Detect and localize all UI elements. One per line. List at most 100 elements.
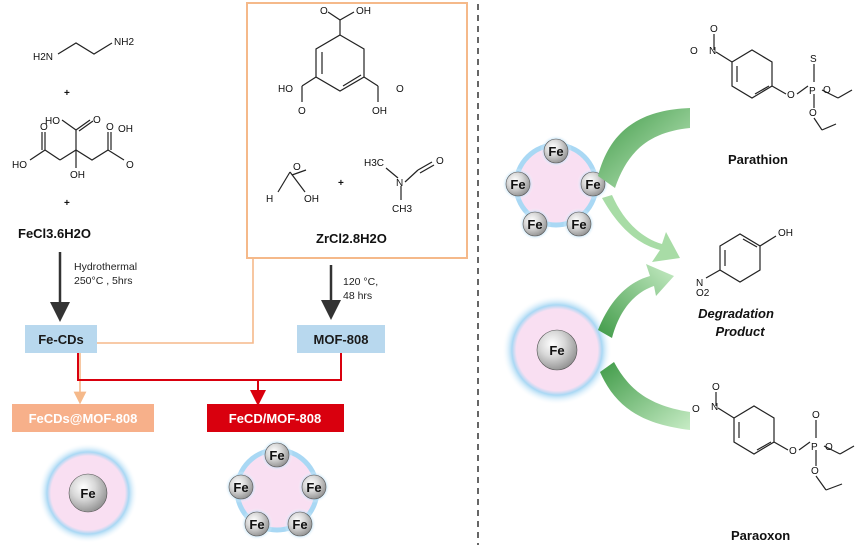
fe-cds-box [25, 325, 97, 353]
plus-sign-1: + [64, 88, 70, 99]
fe-sphere-3: Fe [298, 471, 330, 503]
dmf-atom-ch3: CH3 [392, 204, 412, 215]
btc-atom-ho: HO [278, 84, 293, 95]
mof-808-label: MOF-808 [314, 332, 369, 347]
formic-atom-h: H [266, 194, 273, 205]
paraoxon-atom-o5: O [825, 442, 833, 453]
mof-reagents-box [246, 2, 468, 259]
decorated-particle-middle: Fe Fe Fe Fe Fe [225, 439, 330, 540]
svg-text:Fe: Fe [527, 217, 542, 232]
dmf-atom-o: O [436, 156, 444, 167]
nitrophenol-atom-o2: O2 [696, 288, 710, 299]
core-shell-particle-right: Fe [502, 295, 612, 405]
paraoxon-atom-o2: O [692, 404, 700, 415]
mof-temperature: 120 °C, [343, 276, 378, 288]
formic-atom-oh: OH [304, 194, 319, 205]
atom-ho-left: HO [12, 160, 27, 171]
nitrophenol-atom-oh: OH [778, 228, 793, 239]
fe-sphere-r2: Fe [502, 168, 534, 200]
paraoxon-label: Paraoxon [731, 528, 790, 543]
fecl3-label: FeCl3.6H2O [18, 226, 91, 241]
degradation-label-line1: Degradation [698, 306, 774, 321]
atom-h2n: H2N [33, 52, 53, 63]
svg-text:Fe: Fe [306, 480, 321, 495]
paraoxon-atom-o6: O [811, 466, 819, 477]
fe-cds-label: Fe-CDs [38, 332, 84, 347]
dmf-structure: H3C N CH3 O [364, 156, 444, 215]
btc-atom-o2: O [298, 106, 306, 117]
ethylenediamine-structure: H2N NH2 [33, 37, 134, 63]
parathion-atom-p: P [809, 86, 816, 97]
btc-structure: O OH HO O O OH [278, 6, 404, 117]
atom-o-left: O [40, 122, 48, 133]
hydrothermal-label: Hydrothermal [74, 261, 137, 273]
atom-o-right: O [106, 122, 114, 133]
svg-text:Fe: Fe [510, 177, 525, 192]
atom-oh-right: OH [118, 124, 133, 135]
svg-text:Fe: Fe [292, 517, 307, 532]
fecds-at-mof-box [12, 404, 154, 432]
degradation-label-line2: Product [715, 324, 765, 339]
parathion-atom-s: S [810, 54, 817, 65]
atom-nh2: NH2 [114, 37, 134, 48]
paraoxon-atom-n: N [711, 402, 718, 413]
decorated-particle-right: Fe Fe Fe Fe Fe [502, 135, 609, 240]
fe-sphere-r1: Fe [540, 135, 572, 167]
parathion-structure: N O O S P O O O [690, 24, 853, 131]
paraoxon-structure: N O O O P O O O [692, 382, 855, 491]
paraoxon-atom-o4: O [789, 446, 797, 457]
svg-text:Fe: Fe [548, 144, 563, 159]
parathion-atom-o5: O [809, 108, 817, 119]
parathion-atom-o2: O [690, 46, 698, 57]
svg-text:Fe: Fe [571, 217, 586, 232]
plus-sign-2: + [64, 198, 70, 209]
btc-atom-o1: O [320, 6, 328, 17]
parathion-atom-o3: O [787, 90, 795, 101]
fe-sphere-5: Fe [284, 508, 316, 540]
core-shell-particle-left: Fe [38, 443, 138, 543]
formic-acid-structure: O H OH [266, 162, 319, 205]
parathion-label: Parathion [728, 152, 788, 167]
paraoxon-atom-o3: O [812, 410, 820, 421]
parathion-atom-o1: O [710, 24, 718, 35]
green-arrow-upper [598, 108, 690, 188]
fecd-slash-mof-box [207, 404, 344, 432]
parathion-atom-n: N [709, 46, 716, 57]
nitrophenol-structure: OH N O2 [696, 228, 793, 299]
mof-808-box [297, 325, 385, 353]
svg-text:Fe: Fe [585, 177, 600, 192]
fe-label-core-right: Fe [549, 343, 564, 358]
fe-sphere-2: Fe [225, 471, 257, 503]
fecds-at-mof-label: FeCDs@MOF-808 [29, 411, 138, 426]
hydrothermal-conditions: 250°C , 5hrs [74, 275, 132, 287]
svg-text:Fe: Fe [233, 480, 248, 495]
green-arrow-lower-tail [600, 362, 690, 430]
formic-atom-o: O [293, 162, 301, 173]
fe-sphere-r4: Fe [519, 208, 551, 240]
svg-text:Fe: Fe [269, 448, 284, 463]
atom-o-top: O [93, 115, 101, 126]
fe-sphere-4: Fe [241, 508, 273, 540]
btc-atom-o3: O [396, 84, 404, 95]
green-arrow-lower [598, 264, 674, 338]
fecd-slash-mof-label: FeCD/MOF-808 [229, 411, 321, 426]
red-connector [77, 353, 342, 381]
mof-duration: 48 hrs [343, 290, 372, 302]
plus-sign-mof: + [338, 178, 344, 189]
btc-atom-oh1: OH [356, 6, 371, 17]
dmf-atom-h3c: H3C [364, 158, 384, 169]
green-arrow-upper-tail [602, 195, 680, 262]
peach-connector [73, 258, 254, 405]
zrcl2-label: ZrCl2.8H2O [316, 231, 387, 246]
nitrophenol-atom-n: N [696, 278, 703, 289]
paraoxon-atom-p: P [811, 442, 818, 453]
fe-label-core-left: Fe [80, 486, 95, 501]
atom-oh-center: OH [70, 170, 85, 181]
btc-atom-oh2: OH [372, 106, 387, 117]
fe-sphere-r5: Fe [563, 208, 595, 240]
fe-sphere-1: Fe [261, 439, 293, 471]
dmf-atom-n: N [396, 178, 403, 189]
atom-o-end: O [126, 160, 134, 171]
svg-text:Fe: Fe [249, 517, 264, 532]
